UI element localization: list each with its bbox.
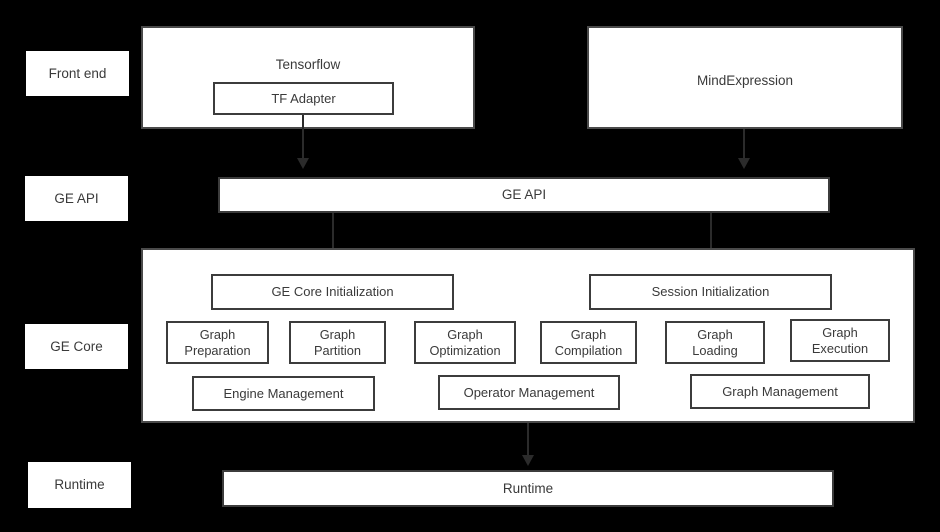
mindexpression-title: MindExpression [696,73,794,88]
connector-mindexpression-to-geapi-line [743,129,745,159]
module-graph-execution[interactable]: Graph Execution [790,319,890,362]
session-initialization-box[interactable]: Session Initialization [589,274,832,310]
module-graph-optimization[interactable]: Graph Optimization [414,321,516,364]
ge-api-bar[interactable]: GE API [218,177,830,213]
module-graph-preparation[interactable]: Graph Preparation [166,321,269,364]
manager-graph-management[interactable]: Graph Management [690,374,870,409]
connector-tfadapter-to-geapi-line [302,115,304,159]
manager-operator-management[interactable]: Operator Management [438,375,620,410]
module-graph-compilation[interactable]: Graph Compilation [540,321,637,364]
runtime-bar[interactable]: Runtime [222,470,834,507]
mindexpression-group: MindExpression [587,26,903,129]
stage-label-front-end: Front end [26,51,129,96]
stage-label-ge-api: GE API [25,176,128,221]
connector-gecore-to-runtime-line [527,423,529,456]
module-graph-loading[interactable]: Graph Loading [665,321,765,364]
connector-tfadapter-to-geapi-arrow [297,158,309,169]
tf-adapter-box[interactable]: TF Adapter [213,82,394,115]
ge-core-initialization-box[interactable]: GE Core Initialization [211,274,454,310]
stage-label-ge-core: GE Core [25,324,128,369]
connector-geapi-to-gecoreinit-line [332,213,334,257]
manager-engine-management[interactable]: Engine Management [192,376,375,411]
stage-label-runtime: Runtime [28,462,131,508]
connector-geapi-to-sessioninit-line [710,213,712,257]
tensorflow-title: Tensorflow [275,57,341,72]
connector-gecore-to-runtime-arrow [522,455,534,466]
module-graph-partition[interactable]: Graph Partition [289,321,386,364]
connector-mindexpression-to-geapi-arrow [738,158,750,169]
